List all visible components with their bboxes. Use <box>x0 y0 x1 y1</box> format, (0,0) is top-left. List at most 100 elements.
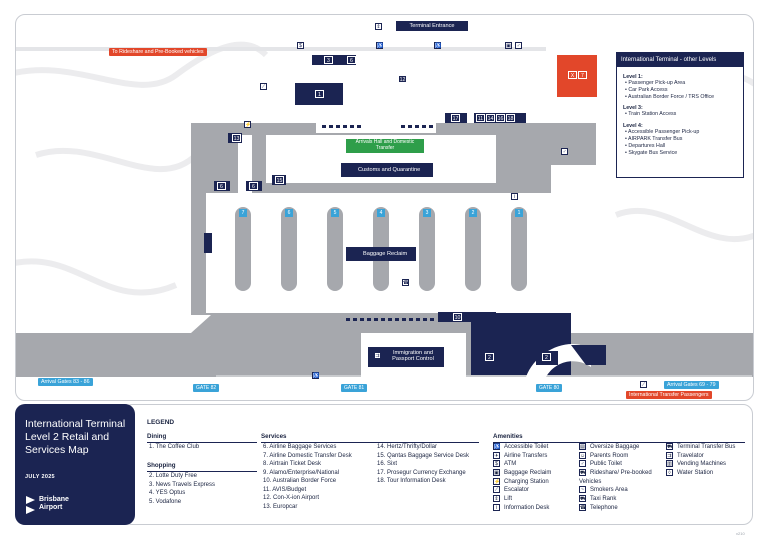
telephone-icon: ☎ <box>402 279 410 286</box>
amenity-row: ⇕Lift <box>493 495 551 504</box>
shopping-item-3: 3. News Travels Express <box>149 481 216 488</box>
service-1[interactable]: 1 <box>315 90 324 98</box>
amenity-row: ⛟Taxi Rank <box>579 494 665 504</box>
terminal-entrance-label[interactable]: Terminal Entrance <box>396 21 468 31</box>
information-desk-icon: i <box>493 503 500 511</box>
gate-81[interactable]: GATE 81 <box>341 384 368 392</box>
rideshare-text: To Rideshare and Pre-Booked vehicles <box>112 49 204 55</box>
parents-room-icon: ☺ <box>579 451 586 459</box>
dining-rule <box>147 442 257 443</box>
service-item-6: 6. Airline Baggage Services <box>263 444 337 450</box>
level-4-item: • Skygate Bus Service <box>625 149 678 156</box>
baggage-reclaim-icon: ▣ <box>505 42 512 49</box>
amenity-label: Public Toilet <box>590 461 622 468</box>
amenity-row: ▤Oversize Baggage <box>579 443 665 452</box>
amenity-label: Vending Machines <box>677 461 727 468</box>
shopping-rule <box>147 471 257 472</box>
service-14[interactable]: 14 <box>486 114 495 122</box>
arrival-gates-left-text: Arrival Gates 83 - 86 <box>41 379 90 385</box>
customs-label: Customs and Quarantine <box>358 167 421 173</box>
amenity-row: ~Smokers Area <box>579 486 665 495</box>
atm-icon: $ <box>493 460 500 468</box>
amenity-row: ⛟Terminal Transfer Bus <box>666 443 735 452</box>
service-7[interactable]: 7 <box>578 71 587 79</box>
services-title: Services <box>261 433 287 440</box>
amenity-row: ♿Accessible Toilet <box>493 443 551 452</box>
level-4-item-4: Skygate Bus Service <box>628 149 678 156</box>
service-18[interactable]: 18 <box>506 114 515 122</box>
gate-80[interactable]: GATE 80 <box>536 384 563 392</box>
version-footnote: v210 <box>736 531 745 536</box>
travelator-icon: ⇉ <box>374 352 381 359</box>
carousel-6: 6 <box>285 209 293 217</box>
service-item-14: 14. Hertz/Thrifty/Dollar <box>377 444 438 450</box>
service-16[interactable]: 16 <box>496 114 505 122</box>
level-1-item: • Passenger Pick-up Area <box>625 80 686 86</box>
public-toilet-icon: ♂ <box>561 148 568 155</box>
level-4-item: • AIRPARK Transfer Bus <box>625 135 683 142</box>
escalator-icon: ⟋ <box>260 83 267 90</box>
shopping-list: 2. Lotte Duty Free 3. News Travels Expre… <box>149 472 215 506</box>
service-13[interactable]: 13 <box>232 134 241 142</box>
accessible-toilet-icon: ♿ <box>376 42 384 49</box>
arrival-gates-right[interactable]: Arrival Gates 69 - 79 <box>664 381 719 389</box>
service-2b[interactable]: 2 <box>542 353 551 361</box>
other-levels-panel: International Terminal - other Levels Le… <box>616 52 744 178</box>
carousel-2: 2 <box>469 209 477 217</box>
service-item-9: 9. Alamo/Enterprise/National <box>263 469 340 476</box>
amenity-row: i Information Desk <box>493 503 551 513</box>
amenity-row: ⛟Rideshare/ Pre-booked Vehicles <box>579 469 665 486</box>
international-transfer-tag[interactable]: International Transfer Passengers <box>626 391 712 399</box>
amenity-label: Terminal Transfer Bus <box>677 444 736 451</box>
services-col1: 6. Airline Baggage Services 7. Airline D… <box>263 443 352 511</box>
service-item-12: 12. Con-X-ion Airport <box>263 495 320 501</box>
service-6a[interactable]: 6 <box>217 182 226 190</box>
gate-82[interactable]: GATE 82 <box>193 384 220 392</box>
service-12[interactable]: 12 <box>398 75 407 83</box>
shopping-item-5: 5. Vodafone <box>149 498 182 505</box>
level-3-item-1: Train Station Access <box>628 111 677 118</box>
service-6c[interactable]: 6 <box>347 56 356 64</box>
service-10[interactable]: 10 <box>453 313 462 321</box>
lift-icon: ⇕ <box>493 495 500 503</box>
level-4-item-3: Departures Hall <box>628 142 666 149</box>
service-6b[interactable]: 6 <box>249 182 258 190</box>
water-station-icon: ◊ <box>666 469 673 477</box>
legend-panel: LEGEND Dining 1. The Coffee Club Shoppin… <box>122 404 753 525</box>
arrival-gates-right-text: Arrival Gates 69 - 79 <box>667 382 716 388</box>
amenity-label: Taxi Rank <box>590 496 617 503</box>
airline-transfers-icon: ✈ <box>493 451 500 459</box>
amenity-label: Baggage Reclaim <box>504 470 552 477</box>
service-item-17: 17. Prosegur Currency Exchange <box>377 469 466 476</box>
service-17[interactable]: 17 <box>451 114 460 122</box>
travelator-icon: ⇉ <box>666 451 673 459</box>
terminal-transfer-bus-icon: ⛟ <box>666 443 674 450</box>
level-4-title: Level 4: <box>623 122 643 129</box>
baggage-reclaim-label: Baggage Reclaim <box>363 251 408 257</box>
service-15[interactable]: 15 <box>275 176 284 184</box>
level-1-title: Level 1: <box>623 74 643 80</box>
service-11[interactable]: 11 <box>476 114 485 122</box>
rideshare-tag[interactable]: To Rideshare and Pre-Booked vehicles <box>109 48 207 56</box>
legend-heading: LEGEND <box>147 419 175 426</box>
service-2a[interactable]: 2 <box>485 353 494 361</box>
shopping-title: Shopping <box>147 462 176 469</box>
smokers-area-icon: ~ <box>579 486 586 494</box>
oversize-baggage-icon: ▤ <box>579 443 586 450</box>
brisbane-airport-logo: Brisbane Airport <box>25 494 75 516</box>
amenity-row: ⇉Travelator <box>666 451 735 461</box>
services-col2: 14. Hertz/Thrifty/Dollar 15. Qantas Bagg… <box>377 443 469 486</box>
level-1-item: • Australian Border Force / TRS Office <box>625 94 715 101</box>
accessible-toilet-icon: ♿ <box>434 42 442 49</box>
amenity-label: Information Desk <box>504 504 550 511</box>
logo-line-2: Airport <box>39 504 63 511</box>
baggage-reclaim-icon: ▣ <box>493 469 500 477</box>
accessible-toilet-icon: ♿ <box>312 372 320 379</box>
service-item-8: 8. Airtrain Ticket Desk <box>263 461 322 467</box>
amenities-col1: ♿Accessible Toilet✈Airline Transfers$ATM… <box>493 443 551 512</box>
service-3[interactable]: 3 <box>324 56 333 64</box>
amenity-label: Accessible Toilet <box>504 444 549 451</box>
service-x[interactable]: X <box>568 71 577 79</box>
arrival-gates-left[interactable]: Arrival Gates 83 - 86 <box>38 378 93 386</box>
arrivals-hall-label: Arrivals Hall and Domestic Transfer <box>355 139 415 151</box>
